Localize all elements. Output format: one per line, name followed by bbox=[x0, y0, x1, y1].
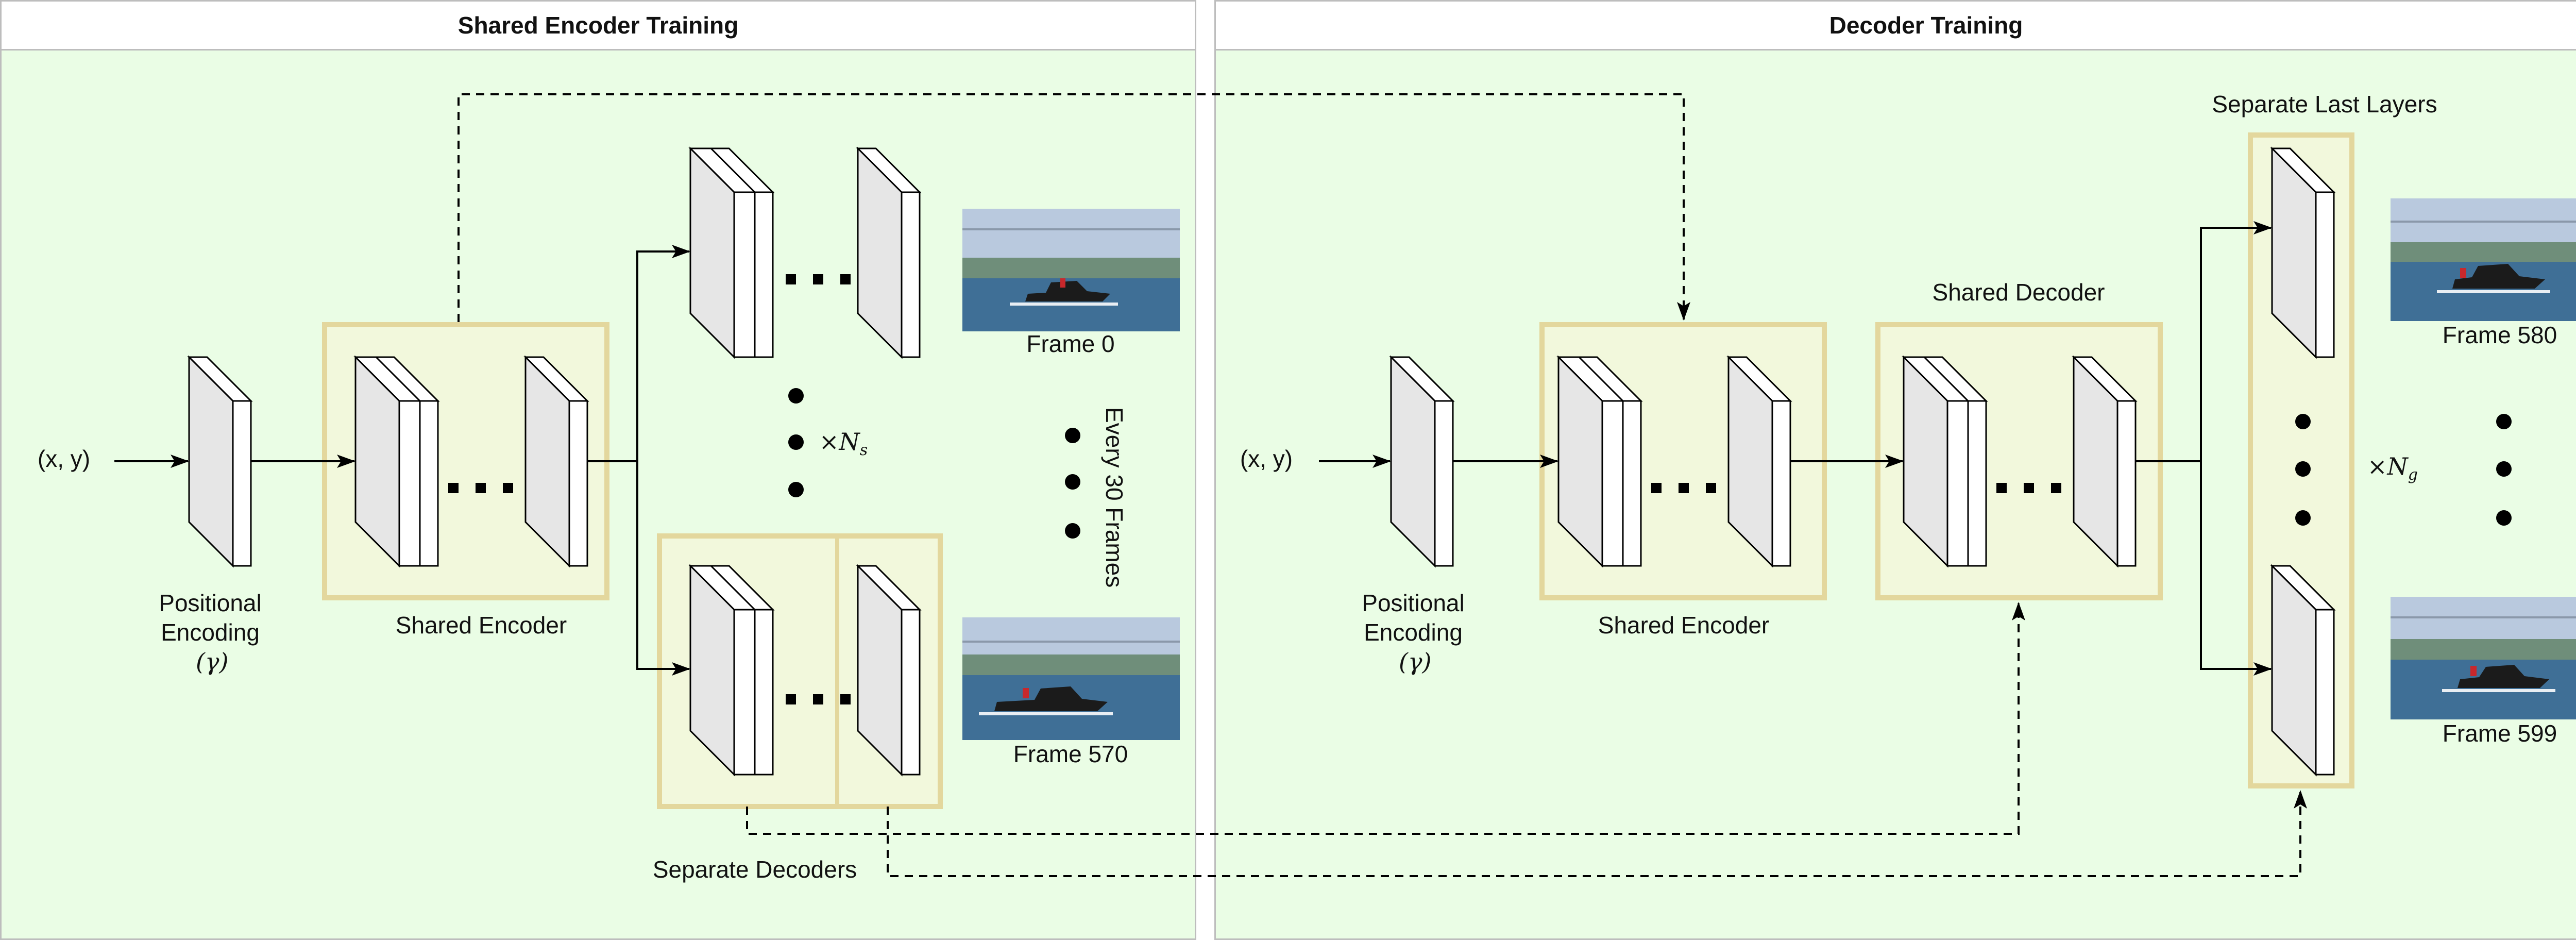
right-pe-label-1: Positional bbox=[1362, 590, 1465, 616]
shared-decoder-layer-1 bbox=[1902, 355, 1988, 568]
frame-570-image bbox=[962, 617, 1180, 740]
shared-decoder-ellipsis bbox=[1996, 483, 2061, 493]
right-input-label: (x, y) bbox=[1240, 445, 1293, 472]
encoder-ellipsis bbox=[448, 483, 513, 493]
right-pe-label-2: Encoding bbox=[1364, 619, 1463, 646]
ng-multiplier: ×Ng bbox=[2367, 452, 2418, 484]
right-frames-dots bbox=[2496, 414, 2512, 526]
shared-decoder-label: Shared Decoder bbox=[1932, 279, 2105, 306]
decoder-vertical-dots bbox=[788, 388, 804, 497]
encoder-layer-n bbox=[523, 355, 589, 568]
ns-multiplier: ×Ns bbox=[819, 428, 868, 460]
separate-last-layers-label: Separate Last Layers bbox=[2212, 91, 2437, 118]
right-encoder-ellipsis bbox=[1651, 483, 1716, 493]
shared-decoder-layer-n bbox=[2072, 355, 2138, 568]
decoder-top-layer-1 bbox=[688, 146, 775, 359]
decoder-bottom-layer-1 bbox=[688, 564, 775, 777]
last-layer-bottom bbox=[2270, 564, 2336, 777]
dashed-connectors bbox=[457, 93, 2307, 877]
encoder-layer-1 bbox=[353, 355, 440, 568]
left-input-label: (x, y) bbox=[37, 445, 91, 472]
frames-vertical-dots bbox=[1065, 428, 1080, 539]
encoder-training-title: Shared Encoder Training bbox=[2, 2, 1195, 51]
right-encoder-layer-1 bbox=[1556, 355, 1643, 568]
right-encoder-layer-n bbox=[1726, 355, 1792, 568]
pe-layer bbox=[187, 355, 253, 568]
right-shared-encoder-label: Shared Encoder bbox=[1598, 612, 1770, 639]
frame-580-label: Frame 580 bbox=[2442, 322, 2557, 348]
separate-decoders-label: Separate Decoders bbox=[652, 856, 857, 883]
frame-599-label: Frame 599 bbox=[2442, 720, 2557, 747]
frame-599-image bbox=[2391, 597, 2576, 719]
decoder-top-ellipsis bbox=[786, 274, 851, 284]
frame-570-label: Frame 570 bbox=[1013, 741, 1128, 767]
right-pe-layer bbox=[1389, 355, 1455, 568]
decoder-bottom-ellipsis bbox=[786, 694, 851, 704]
right-pe-gamma: (γ) bbox=[1399, 648, 1432, 676]
every-30-frames-label: Every 30 Frames bbox=[1101, 407, 1128, 588]
decoder-top-layer-n bbox=[856, 146, 922, 359]
left-shared-encoder-label: Shared Encoder bbox=[395, 612, 567, 639]
frame-0-label: Frame 0 bbox=[1026, 330, 1115, 357]
decoder-bottom-layer-n bbox=[856, 564, 922, 777]
left-pe-label-1: Positional bbox=[159, 590, 262, 616]
solid-connectors bbox=[114, 221, 2272, 676]
left-pe-gamma: (γ) bbox=[196, 648, 229, 676]
decoder-training-title: Decoder Training bbox=[1216, 2, 2576, 51]
left-pe-label-2: Encoding bbox=[161, 619, 260, 646]
frame-580-image bbox=[2391, 198, 2576, 321]
last-layers-dots bbox=[2295, 414, 2311, 526]
last-layer-top bbox=[2270, 146, 2336, 359]
frame-0-image bbox=[962, 209, 1180, 331]
